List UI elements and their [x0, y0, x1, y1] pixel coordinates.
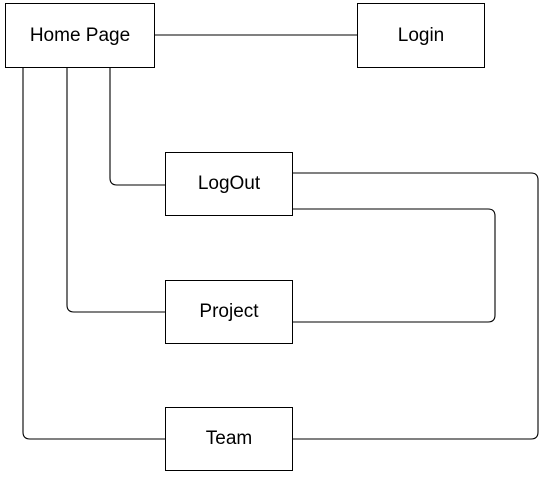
node-logout-label: LogOut: [197, 173, 261, 194]
node-project-label: Project: [199, 301, 259, 322]
edge-home-team: [22, 68, 165, 440]
node-project: Project: [165, 280, 293, 344]
node-login-label: Login: [397, 24, 445, 46]
node-team-label: Team: [205, 428, 253, 449]
edge-logout-team: [293, 172, 539, 440]
node-home-page: Home Page: [5, 3, 155, 68]
node-login: Login: [357, 3, 485, 68]
edge-logout-project: [293, 208, 496, 323]
node-team: Team: [165, 407, 293, 471]
node-home-page-label: Home Page: [29, 24, 131, 46]
edge-home-logout: [109, 68, 165, 186]
edge-home-project: [66, 68, 165, 313]
node-logout: LogOut: [165, 152, 293, 216]
